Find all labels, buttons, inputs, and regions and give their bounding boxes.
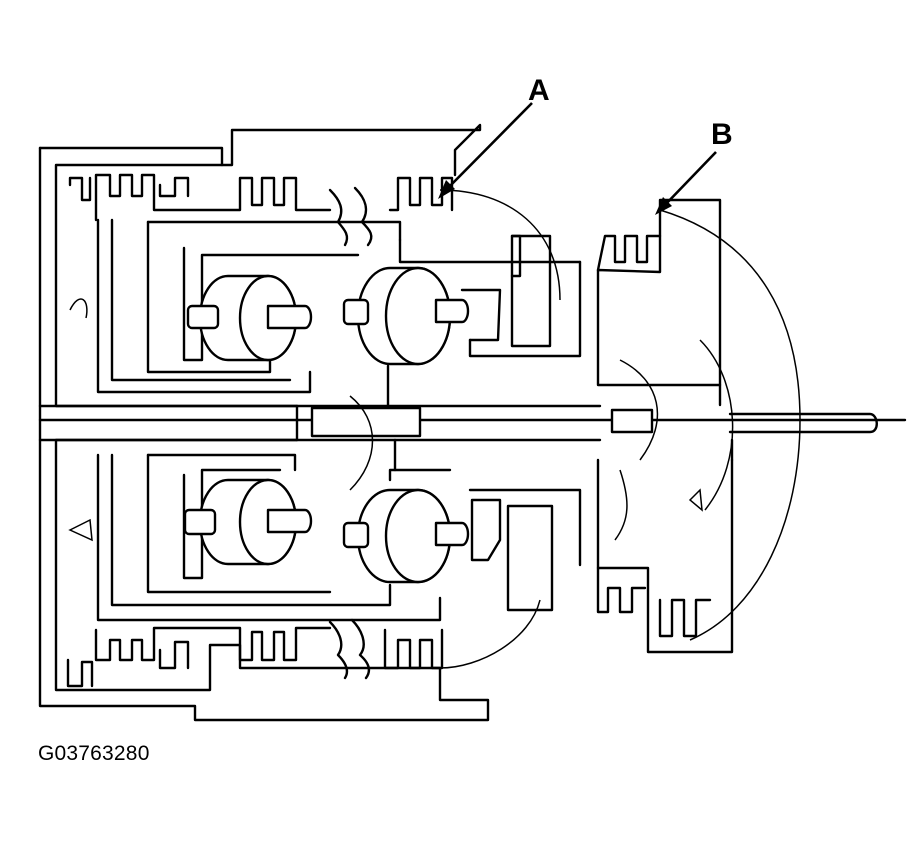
- rear-housing: [596, 198, 734, 654]
- main-shaft: [38, 364, 907, 472]
- lower-clutch-pack: [66, 618, 444, 688]
- callout-arrow-a: [438, 102, 533, 199]
- lower-planet-gear-left: [183, 478, 313, 566]
- upper-block: [398, 234, 582, 358]
- lower-block: [388, 468, 582, 612]
- upper-planet-gear-left: [186, 274, 313, 362]
- callout-arrow-b: [655, 151, 717, 215]
- upper-clutch-pack: [68, 173, 454, 247]
- callout-label-a: A: [528, 74, 550, 107]
- upper-planet-gear-right: [342, 266, 502, 366]
- callout-label-b: B: [711, 118, 733, 151]
- inner-drum: [96, 218, 442, 622]
- lower-planet-gear-right: [342, 488, 470, 584]
- figure-code: G03763280: [38, 742, 150, 765]
- flow-arcs: [68, 189, 801, 669]
